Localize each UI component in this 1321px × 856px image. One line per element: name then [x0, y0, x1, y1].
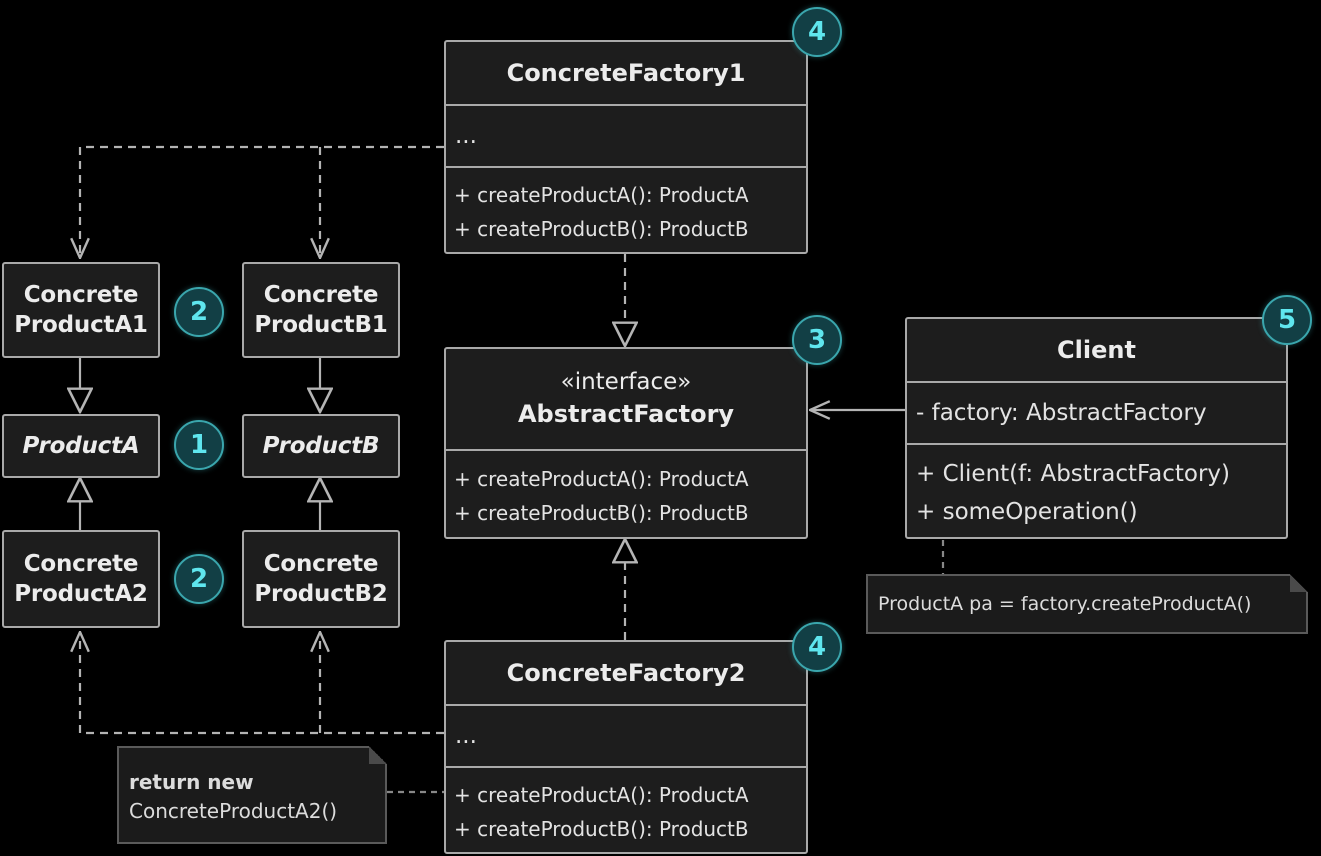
productB-interface-box: ProductB: [242, 414, 400, 478]
note-text: return new: [129, 770, 254, 794]
box-line: Concrete: [23, 550, 139, 577]
class-field: - factory: AbstractFactory: [916, 400, 1207, 426]
note-fold-corner: [1290, 574, 1308, 592]
box-line: ProductA1: [14, 312, 148, 338]
box-line: ProductB: [262, 432, 380, 459]
class-method: + createProductB(): ProductB: [454, 217, 749, 241]
concrete-productA1-box: Concrete ProductA1: [2, 262, 160, 358]
class-method: + createProductA(): ProductA: [454, 783, 749, 807]
class-method: + createProductA(): ProductA: [454, 183, 749, 207]
client-note: ProductA pa = factory.createProductA(): [866, 574, 1308, 634]
note-fold-corner: [369, 746, 387, 764]
note-text: ConcreteProductA2(): [129, 799, 338, 823]
dep-factory1-to-productA1: [80, 145, 444, 258]
factory2-note: return new ConcreteProductA2(): [117, 746, 387, 844]
class-fields: ...: [455, 123, 477, 149]
productA-interface-box: ProductA: [2, 414, 160, 478]
dep-factory2-to-productA2: [80, 632, 444, 735]
note-text: ProductA pa = factory.createProductA(): [878, 593, 1252, 615]
class-method: + createProductB(): ProductB: [454, 501, 749, 525]
concrete-factory1-class: ConcreteFactory1 ... + createProductA():…: [444, 40, 808, 254]
class-method: + createProductA(): ProductA: [454, 467, 749, 491]
class-title: AbstractFactory: [517, 400, 735, 429]
abstract-factory-interface: «interface» AbstractFactory + createProd…: [444, 347, 808, 539]
class-method: + Client(f: AbstractFactory): [916, 461, 1231, 487]
class-title: Client: [1057, 335, 1136, 364]
box-line: Concrete: [263, 550, 379, 577]
box-line: ProductB2: [254, 581, 388, 607]
badge-factory1: 4: [792, 7, 842, 57]
class-title: ConcreteFactory1: [506, 58, 746, 87]
class-method: + someOperation(): [916, 499, 1138, 525]
badge-product1: 2: [174, 287, 224, 337]
concrete-productB1-box: Concrete ProductB1: [242, 262, 400, 358]
box-line: Concrete: [23, 281, 139, 308]
badge-productA: 1: [174, 420, 224, 470]
class-fields: ...: [455, 723, 477, 749]
concrete-productA2-box: Concrete ProductA2: [2, 530, 160, 628]
box-line: ProductA2: [14, 581, 148, 607]
class-method: + createProductB(): ProductB: [454, 817, 749, 841]
class-title: ConcreteFactory2: [506, 658, 746, 687]
interface-stereotype: «interface»: [560, 369, 692, 396]
box-line: ProductA: [22, 432, 140, 459]
concrete-productB2-box: Concrete ProductB2: [242, 530, 400, 628]
badge-factory2: 4: [792, 622, 842, 672]
box-line: Concrete: [263, 281, 379, 308]
badge-product2: 2: [174, 554, 224, 604]
badge-client: 5: [1262, 295, 1312, 345]
box-line: ProductB1: [254, 312, 388, 338]
client-class: Client - factory: AbstractFactory + Clie…: [905, 317, 1288, 539]
concrete-factory2-class: ConcreteFactory2 ... + createProductA():…: [444, 640, 808, 854]
badge-abstract: 3: [792, 315, 842, 365]
